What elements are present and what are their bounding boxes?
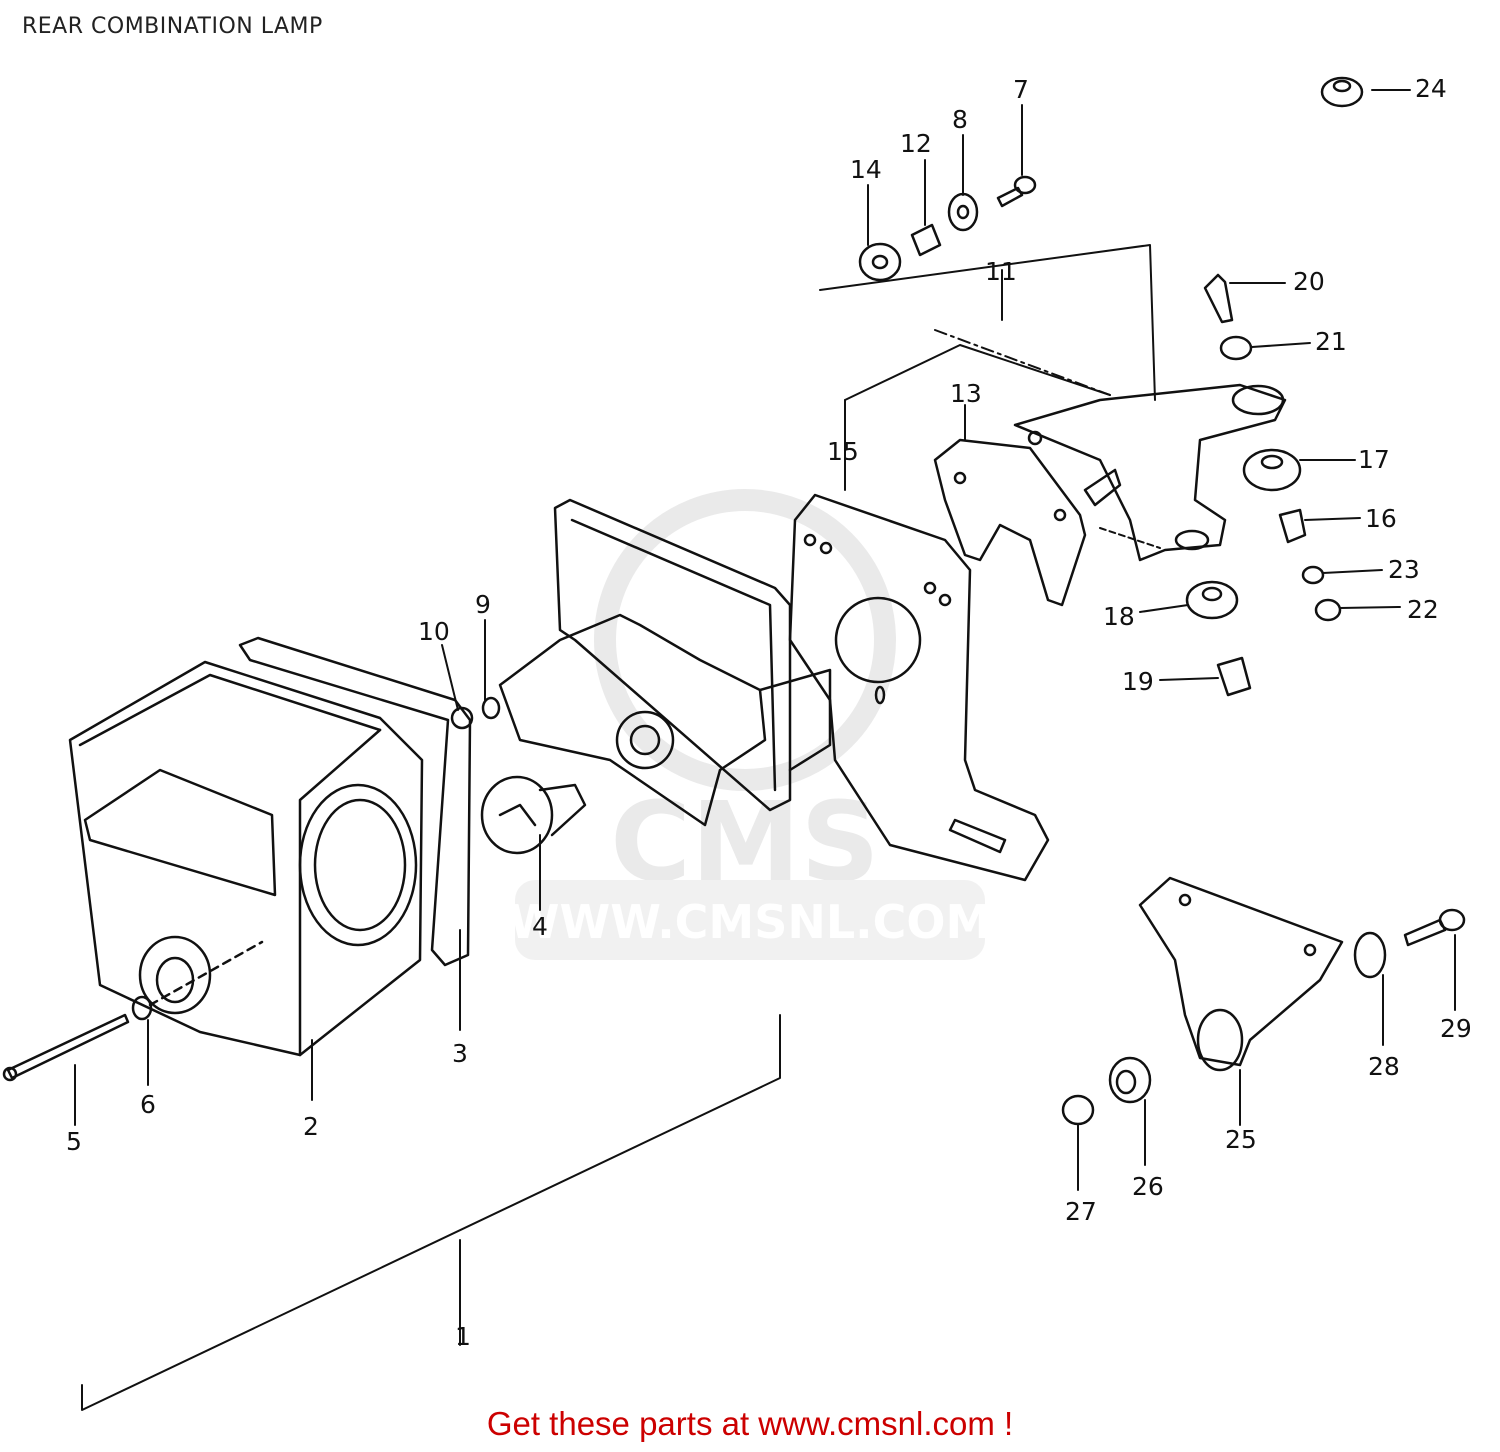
- lamp-lens-housing: [68, 660, 424, 1057]
- mounting-plate: [788, 493, 1050, 882]
- insulator-plate: [933, 438, 1087, 607]
- callout-18: 18: [1103, 602, 1135, 631]
- callout-29: 29: [1440, 1014, 1472, 1043]
- small-nuts-9-10: [450, 696, 501, 730]
- page-title: REAR COMBINATION LAMP: [22, 14, 323, 39]
- callout-24: 24: [1415, 74, 1447, 103]
- upper-hardware: [858, 175, 1037, 282]
- callout-7: 7: [1013, 75, 1029, 104]
- lower-hardware: [1061, 908, 1466, 1126]
- parts-promo-link[interactable]: Get these parts at www.cmsnl.com !: [486, 1405, 1014, 1442]
- callout-21: 21: [1315, 327, 1347, 356]
- callout-19: 19: [1122, 667, 1154, 696]
- callout-3: 3: [452, 1039, 468, 1068]
- callout-5: 5: [66, 1127, 82, 1156]
- leader-lines: [74, 89, 1456, 1191]
- lamp-base-frame: [498, 498, 832, 827]
- callout-13: 13: [950, 379, 982, 408]
- lower-bracket: [1138, 876, 1344, 1072]
- callout-23: 23: [1388, 555, 1420, 584]
- callout-11: 11: [985, 257, 1017, 286]
- lamp-bulb: [480, 775, 587, 855]
- callout-2: 2: [303, 1112, 319, 1141]
- callout-22: 22: [1407, 595, 1439, 624]
- callout-14: 14: [850, 155, 882, 184]
- callout-15: 15: [827, 437, 859, 466]
- callout-28: 28: [1368, 1052, 1400, 1081]
- watermark: CMS WWW.CMSNL.COM: [509, 489, 992, 960]
- callout-labels: 1 2 3 4 5 6 7 8 9 10 11 12 13 14 15 16 1…: [66, 74, 1472, 1351]
- callout-17: 17: [1358, 445, 1390, 474]
- callout-4: 4: [532, 912, 548, 941]
- callout-8: 8: [952, 105, 968, 134]
- watermark-url: WWW.CMSNL.COM: [509, 895, 992, 949]
- right-hardware: [1185, 76, 1364, 697]
- callout-6: 6: [140, 1090, 156, 1119]
- lamp-bracket: [1013, 383, 1287, 562]
- callout-12: 12: [900, 129, 932, 158]
- callout-25: 25: [1225, 1125, 1257, 1154]
- callout-27: 27: [1065, 1197, 1097, 1226]
- callout-20: 20: [1293, 267, 1325, 296]
- callout-1: 1: [455, 1322, 471, 1351]
- callout-16: 16: [1365, 504, 1397, 533]
- callout-9: 9: [475, 590, 491, 619]
- lamp-gasket: [238, 636, 472, 967]
- callout-26: 26: [1132, 1172, 1164, 1201]
- callout-10: 10: [418, 617, 450, 646]
- assembly-lines: [81, 244, 1161, 1411]
- lamp-screw-and-washer: [2, 940, 264, 1082]
